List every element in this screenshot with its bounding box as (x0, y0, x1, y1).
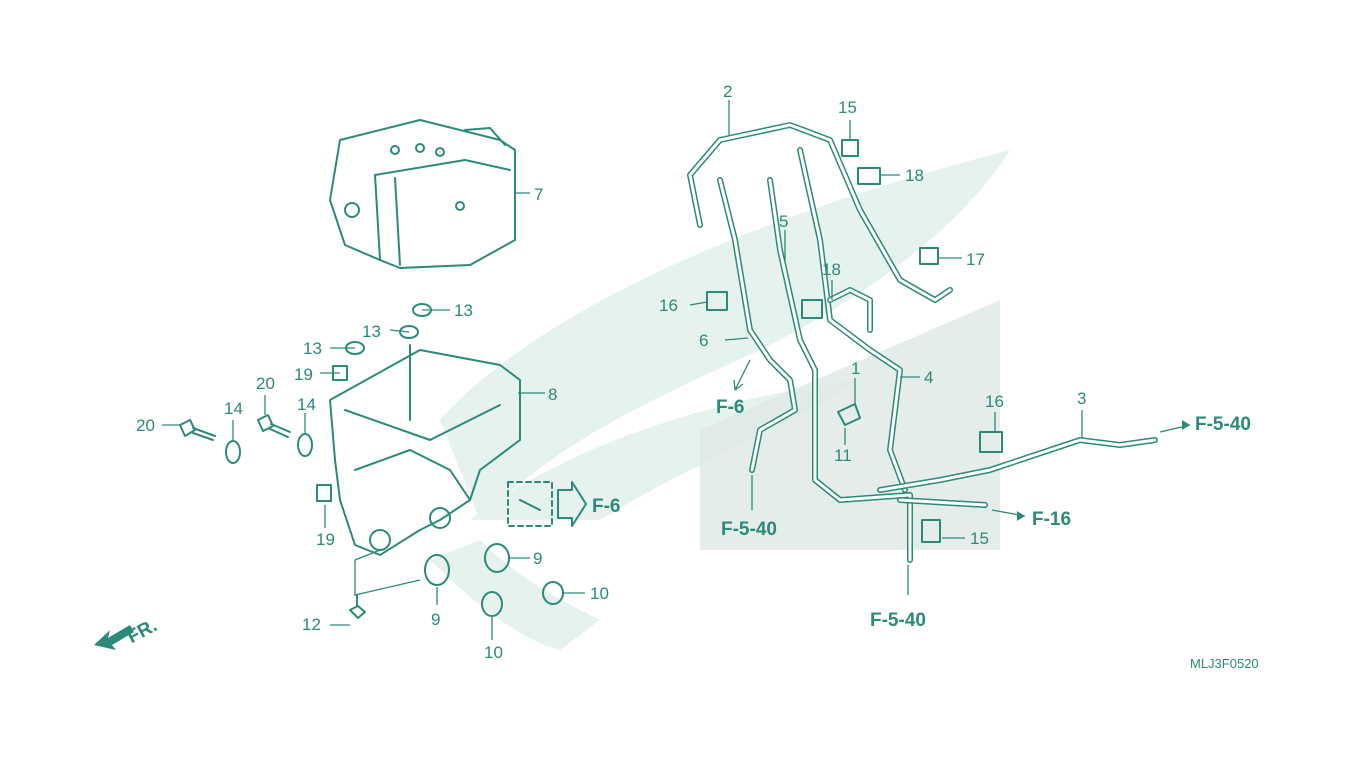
reference-labels: F-6 F-6 F-5-40 F-5-40 F-5-40 F-16 (592, 397, 1251, 631)
dotted-shading (700, 300, 1000, 550)
callout-6: 6 (699, 331, 708, 350)
callout-9-left: 9 (431, 610, 440, 629)
callout-18-top: 18 (905, 166, 924, 185)
ref-f540-left: F-5-40 (721, 519, 777, 540)
abs-bracket (329, 344, 521, 556)
callout-9-right: 9 (533, 549, 542, 568)
callout-14-right: 14 (297, 395, 316, 414)
callout-20-top: 20 (256, 374, 275, 393)
bolt-20a (179, 419, 216, 441)
callout-11: 11 (834, 446, 852, 465)
callout-17: 17 (966, 250, 985, 269)
callout-4: 4 (924, 368, 933, 387)
ref-f6-box: F-6 (592, 496, 621, 517)
clamp-15a (841, 139, 859, 157)
front-arrow (94, 625, 134, 650)
bolt-12 (349, 594, 366, 619)
callout-20-left: 20 (136, 416, 155, 435)
washer-13b (399, 325, 419, 339)
bolt-20b (257, 414, 291, 438)
grommet-9a (424, 554, 450, 586)
clip-16b (979, 431, 1003, 453)
callout-7: 7 (534, 185, 543, 204)
clip-19b (316, 484, 332, 502)
callout-16-left: 16 (659, 296, 678, 315)
ref-f540-right: F-5-40 (1195, 414, 1251, 435)
clip-16a (706, 291, 728, 311)
clip-17 (919, 247, 939, 265)
callout-14-left: 14 (224, 399, 243, 418)
callout-13-mid: 13 (362, 322, 381, 341)
ref-f540-bottom: F-5-40 (870, 610, 926, 631)
callout-15-top: 15 (838, 98, 857, 117)
front-label: FR. (124, 615, 161, 648)
leader-lines (162, 100, 1083, 640)
washer-14a (225, 440, 241, 464)
callout-16-right: 16 (985, 392, 1004, 411)
clamp-15b (921, 519, 941, 543)
callout-3: 3 (1077, 389, 1086, 408)
callout-5: 5 (779, 212, 788, 231)
washer-14b (297, 433, 313, 457)
bolt-11 (837, 403, 861, 426)
f6-reference-box (507, 481, 553, 527)
callout-8: 8 (548, 385, 557, 404)
callout-12: 12 (302, 615, 321, 634)
callout-19-top: 19 (294, 365, 313, 384)
callout-15-bottom: 15 (970, 529, 989, 548)
callout-10-right: 10 (590, 584, 609, 603)
callout-labels: 7 8 13 13 13 19 19 12 9 9 10 10 14 14 20… (136, 82, 1086, 662)
ref-f16: F-16 (1032, 509, 1071, 530)
callout-18-mid: 18 (822, 260, 841, 279)
ref-f6-upper: F-6 (716, 397, 745, 418)
callout-10-left: 10 (484, 643, 503, 662)
abs-modulator (329, 119, 516, 269)
holder-18a (857, 167, 881, 185)
callout-19-bottom: 19 (316, 530, 335, 549)
callout-13-top: 13 (454, 301, 473, 320)
brake-pipes (687, 122, 1158, 563)
callout-13-left: 13 (303, 339, 322, 358)
f6-arrow (557, 481, 587, 527)
callout-2: 2 (723, 82, 732, 101)
callout-1: 1 (851, 359, 860, 378)
diagram-code: MLJ3F0520 (1190, 656, 1259, 671)
holder-18b (801, 299, 823, 319)
